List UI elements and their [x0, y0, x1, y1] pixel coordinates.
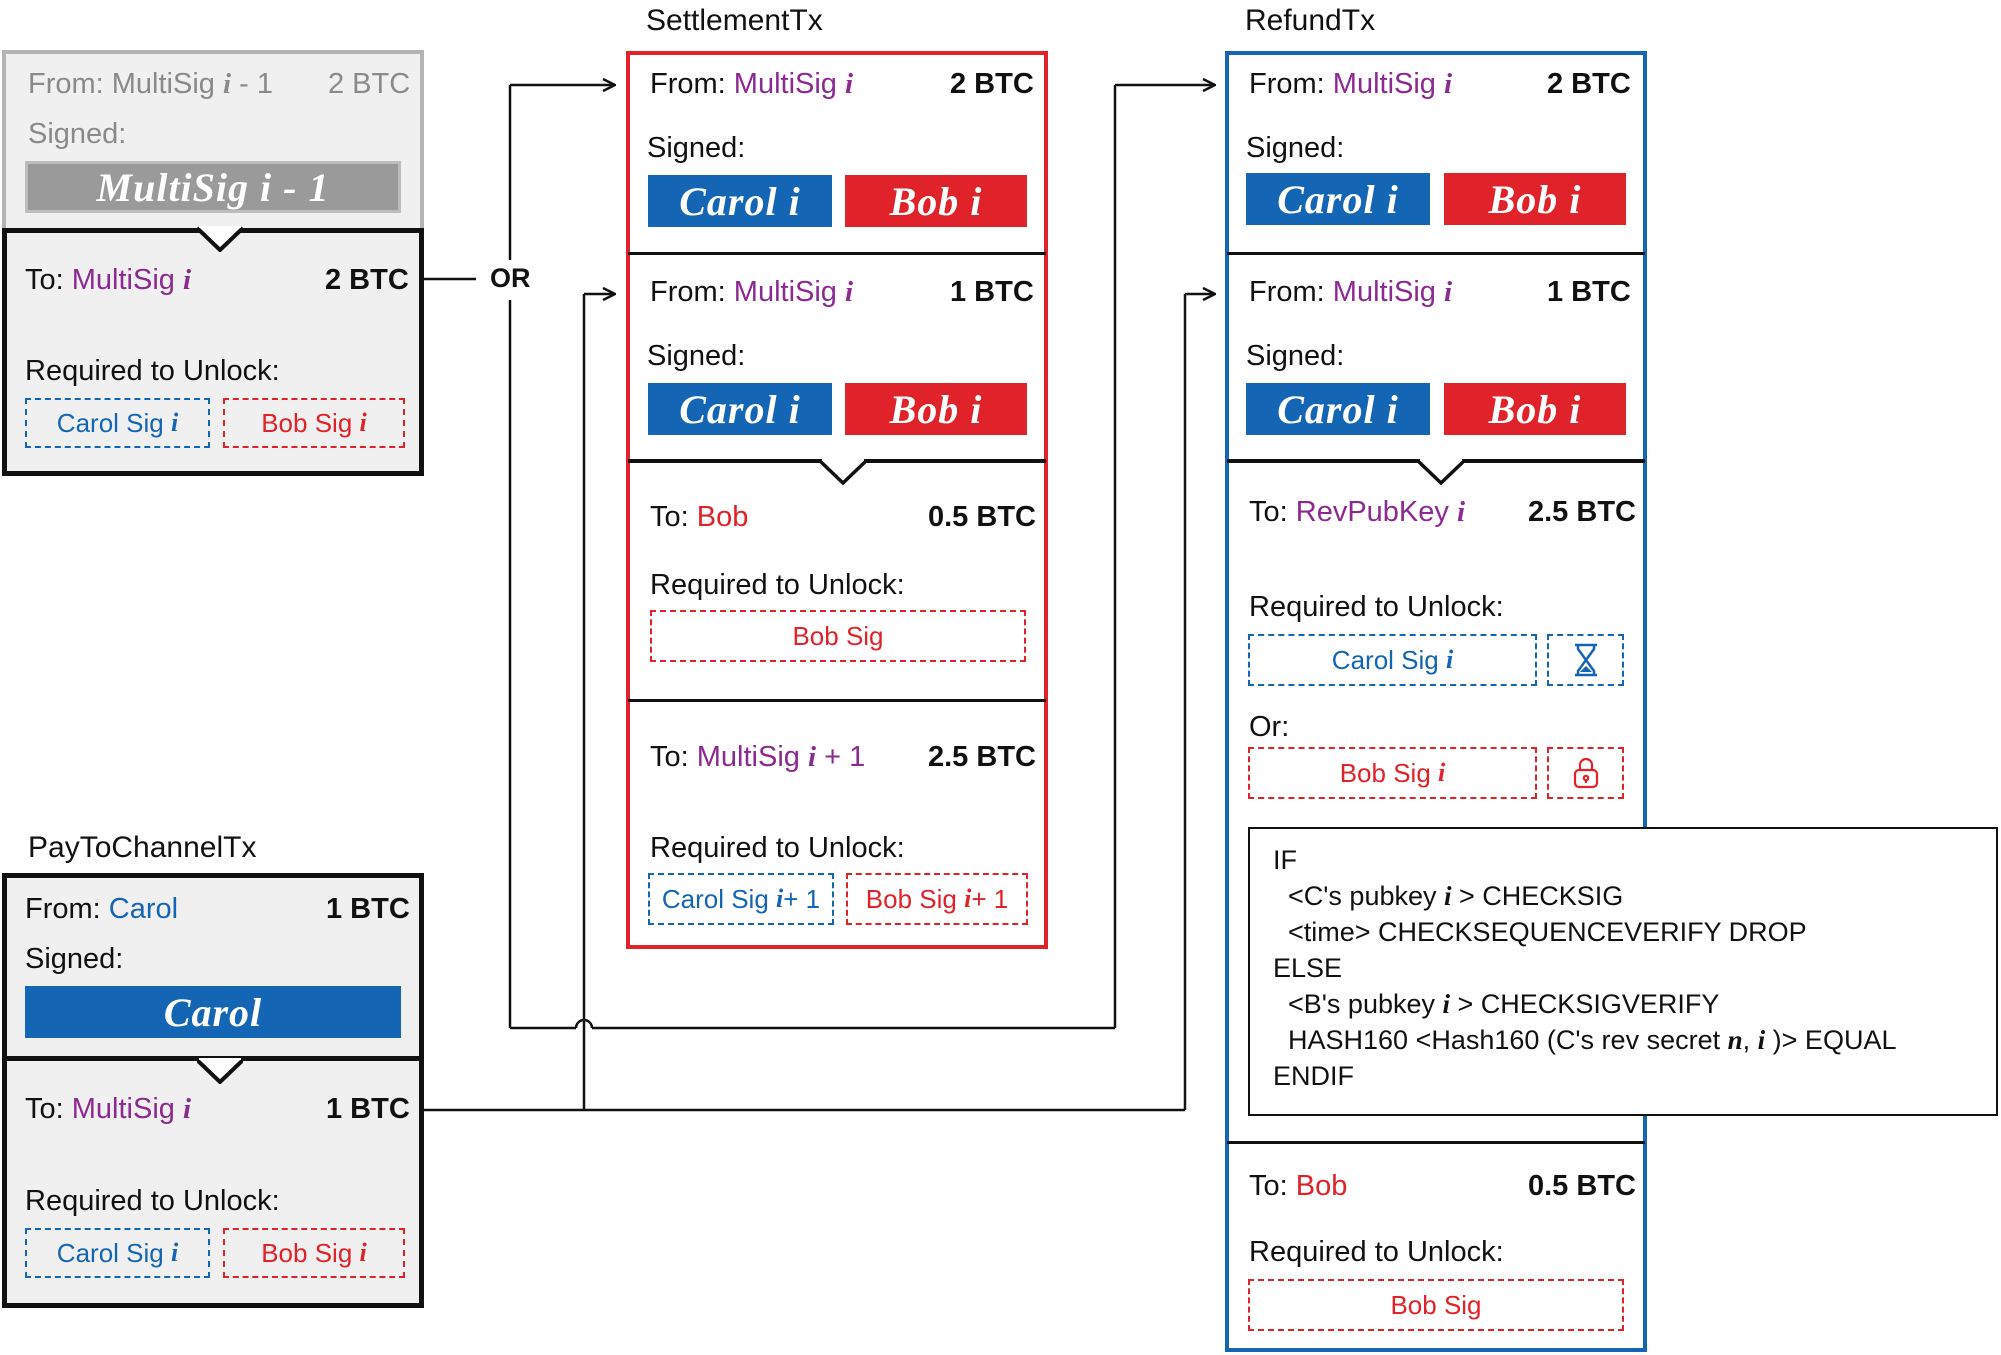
st-out2-amount: 2.5 BTC: [928, 741, 1036, 773]
hourglass-icon: [1574, 643, 1597, 677]
rf-in1-sig-bob: Bob i: [1444, 173, 1626, 225]
rf-in2-sig-bob: Bob i: [1444, 383, 1626, 435]
ptc-from: From: Carol: [25, 893, 179, 925]
ptc-amount: 1 BTC: [326, 893, 410, 925]
prev-req-carol: Carol Sig i: [25, 398, 210, 448]
ptc-to-amount: 1 BTC: [326, 1093, 410, 1125]
refund-divider-3: [1227, 1141, 1645, 1144]
st-out2-req-bob: Bob Sig i + 1: [846, 873, 1028, 925]
rf-in1-amount: 2 BTC: [1547, 68, 1631, 100]
settlement-tx: [626, 51, 1048, 949]
prev-required-label: Required to Unlock:: [25, 355, 280, 387]
rf-lock-box: [1547, 747, 1624, 799]
ptc-signature-carol: Carol: [25, 986, 401, 1038]
rf-in1-from: From: MultiSig i: [1249, 68, 1453, 100]
rf-out2-amount: 0.5 BTC: [1528, 1170, 1636, 1202]
prev-notch: [197, 226, 243, 252]
script-code: IF <C's pubkey i > CHECKSIG <time> CHECK…: [1273, 845, 1897, 1091]
st-out1-amount: 0.5 BTC: [928, 501, 1036, 533]
st-in2-signed-label: Signed:: [647, 340, 746, 372]
st-in1-signed-label: Signed:: [647, 132, 746, 164]
ptc-req-bob: Bob Sig i: [223, 1228, 405, 1278]
refund-title: RefundTx: [1245, 4, 1376, 37]
prev-signature: MultiSig i - 1: [25, 161, 401, 213]
pay-to-channel-notch: [197, 1058, 243, 1084]
rf-in1-sig-carol: Carol i: [1246, 173, 1430, 225]
pay-to-channel-tx: [2, 873, 424, 1308]
padlock-icon: [1573, 757, 1598, 789]
settlement-notch: [820, 459, 866, 485]
prev-from: From: MultiSig i - 1: [28, 68, 273, 100]
pay-to-channel-title: PayToChannelTx: [28, 831, 257, 864]
or-label: OR: [490, 263, 531, 293]
ptc-required-label: Required to Unlock:: [25, 1185, 280, 1217]
rf-in2-amount: 1 BTC: [1547, 276, 1631, 308]
settlement-divider-1: [628, 252, 1046, 255]
prev-req-bob: Bob Sig i: [223, 398, 405, 448]
refund-notch: [1418, 459, 1464, 485]
ptc-signed-label: Signed:: [25, 943, 124, 975]
rf-out1-required-label: Required to Unlock:: [1249, 591, 1504, 623]
prev-tx-output: [2, 228, 424, 476]
rf-out1-or-label: Or:: [1249, 711, 1290, 743]
st-out2-req-carol: Carol Sig i + 1: [648, 873, 834, 925]
rf-out2-to: To: Bob: [1249, 1170, 1348, 1202]
rf-out1-to: To: RevPubKey i: [1249, 496, 1466, 528]
st-in2-sig-carol: Carol i: [648, 383, 832, 435]
rf-out1-amount: 2.5 BTC: [1528, 496, 1636, 528]
st-in1-from: From: MultiSig i: [650, 68, 854, 100]
ptc-req-carol: Carol Sig i: [25, 1228, 210, 1278]
rf-in1-signed-label: Signed:: [1246, 132, 1345, 164]
rf-out2-required-label: Required to Unlock:: [1249, 1236, 1504, 1268]
refund-divider-1: [1227, 252, 1645, 255]
script-box: [1248, 827, 1998, 1116]
prev-amount: 2 BTC: [328, 68, 411, 100]
settlement-title: SettlementTx: [646, 4, 823, 37]
settlement-divider-3: [628, 699, 1046, 702]
st-out1-to: To: Bob: [650, 501, 749, 533]
rf-in2-sig-carol: Carol i: [1246, 383, 1430, 435]
st-out1-required-label: Required to Unlock:: [650, 569, 905, 601]
rf-in2-from: From: MultiSig i: [1249, 276, 1453, 308]
st-in2-from: From: MultiSig i: [650, 276, 854, 308]
st-in2-sig-bob: Bob i: [845, 383, 1027, 435]
st-out2-to: To: MultiSig i + 1: [650, 741, 866, 773]
rf-in2-signed-label: Signed:: [1246, 340, 1345, 372]
refund-tx: [1225, 51, 1647, 1352]
st-in2-amount: 1 BTC: [950, 276, 1034, 308]
prev-signed-label: Signed:: [28, 118, 127, 150]
st-in1-sig-bob: Bob i: [845, 175, 1027, 227]
ptc-to: To: MultiSig i: [25, 1093, 192, 1125]
st-in1-sig-carol: Carol i: [648, 175, 832, 227]
st-out1-req-bob: Bob Sig: [650, 610, 1026, 662]
prev-to: To: MultiSig i: [25, 264, 192, 296]
st-in1-amount: 2 BTC: [950, 68, 1034, 100]
rf-out1-req-bob: Bob Sig i: [1248, 747, 1537, 799]
prev-to-amount: 2 BTC: [325, 264, 409, 296]
st-out2-required-label: Required to Unlock:: [650, 832, 905, 864]
rf-out1-req-carol: Carol Sig i: [1248, 634, 1537, 686]
rf-timelock-box: [1547, 634, 1624, 686]
rf-out2-req-bob: Bob Sig: [1248, 1279, 1624, 1331]
